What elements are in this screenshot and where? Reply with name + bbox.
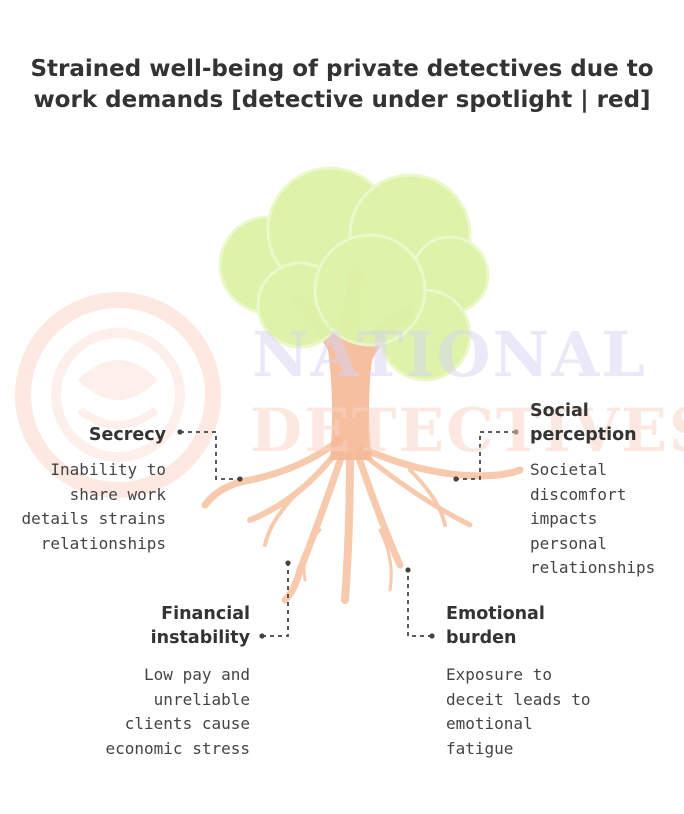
watermark-logo-icon <box>15 292 221 498</box>
social-description: Societal discomfort impacts personal rel… <box>530 458 655 581</box>
dot-financial-start <box>259 633 265 639</box>
dot-emotional-start <box>429 633 435 639</box>
financial-desc-line: clients cause <box>124 714 250 733</box>
dot-emotional-end <box>405 567 411 573</box>
dot-secrecy-start <box>177 429 183 435</box>
secrecy-desc-line: details strains <box>21 509 167 528</box>
dot-secrecy-end <box>237 476 243 482</box>
financial-heading-line: instability <box>150 628 250 648</box>
watermark-line-1: NATIONAL <box>252 318 647 391</box>
financial-desc-line: unreliable <box>153 689 250 709</box>
social-desc-line: relationships <box>530 558 656 577</box>
connector-lines <box>180 431 516 637</box>
emotional-desc-line: Exposure to <box>446 665 552 684</box>
connector-financial <box>262 565 289 637</box>
dot-social-start <box>513 429 519 435</box>
watermark-line-2: DETECTIVES <box>250 396 684 466</box>
tree-canopy <box>218 166 490 382</box>
social-heading-line: perception <box>530 425 637 445</box>
dot-financial-end <box>285 560 291 566</box>
secrecy-description: Inability to share work details strains … <box>22 458 167 556</box>
social-desc-line: discomfort <box>530 484 627 504</box>
dot-social-end <box>453 476 459 482</box>
page-title: Strained well-being of private detective… <box>30 56 654 113</box>
financial-description: Low pay and unreliable clients cause eco… <box>106 663 251 761</box>
connector-social <box>458 431 516 480</box>
connector-secrecy <box>180 431 238 480</box>
tree-roots <box>201 436 524 604</box>
connector-dots <box>177 429 519 639</box>
social-desc-line: Societal <box>530 460 608 479</box>
social-desc-line: impacts <box>530 509 598 528</box>
secrecy-heading: Secrecy <box>88 425 166 445</box>
emotional-desc-line: fatigue <box>446 738 514 758</box>
secrecy-desc-line: Inability to <box>50 460 166 479</box>
emotional-description: Exposure to deceit leads to emotional fa… <box>446 663 591 761</box>
financial-heading-line: Financial <box>161 604 250 624</box>
social-heading-line: Social <box>530 401 589 421</box>
emotional-heading: Emotional burden <box>446 602 545 650</box>
secrecy-desc-line: share work <box>69 484 166 504</box>
social-desc-line: personal <box>530 533 608 553</box>
financial-heading: Financial instability <box>151 602 250 650</box>
emotional-heading-line: burden <box>446 628 517 648</box>
secrecy-desc-line: relationships <box>40 533 166 553</box>
connector-emotional <box>407 572 432 637</box>
financial-desc-line: Low pay and <box>144 665 250 684</box>
emotional-heading-line: Emotional <box>446 604 545 624</box>
social-heading: Social perception <box>530 399 637 447</box>
emotional-desc-line: deceit leads to <box>446 689 591 709</box>
emotional-desc-line: emotional <box>446 714 533 733</box>
financial-desc-line: economic stress <box>105 738 251 758</box>
